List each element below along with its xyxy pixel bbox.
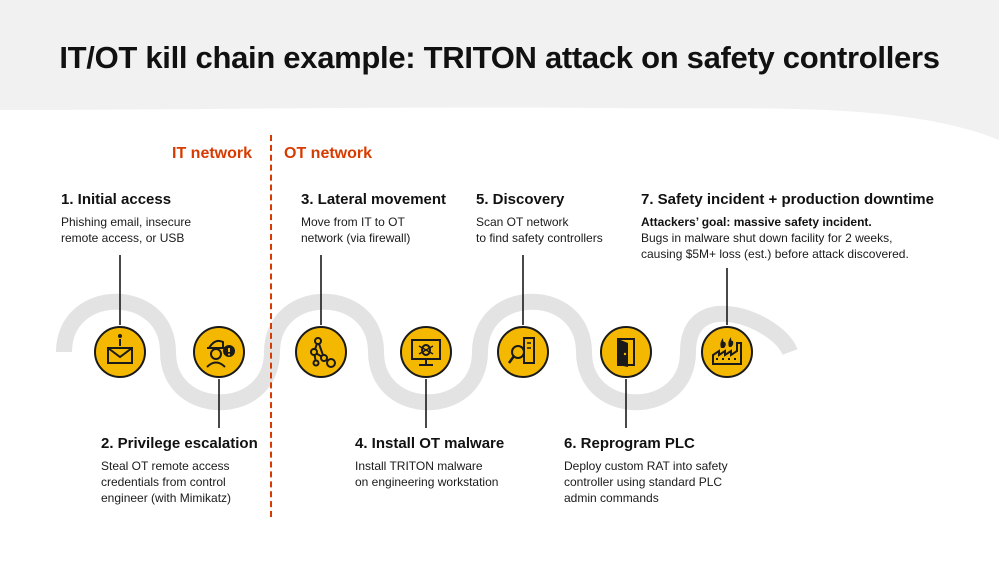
step-reprogram-plc: 6. Reprogram PLC Deploy custom RAT into … [564, 435, 728, 506]
step-description-line: Bugs in malware shut down facility for 2… [641, 231, 893, 245]
zone-label-ot-network: OT network [284, 145, 373, 162]
step-discovery: 5. Discovery Scan OT network to find saf… [476, 191, 603, 246]
step-heading: 7. Safety incident + production downtime [641, 191, 934, 208]
step-description-line: on engineering workstation [355, 475, 499, 489]
step-heading: 4. Install OT malware [355, 435, 505, 452]
header-band [0, 0, 999, 140]
step-description-line: network (via firewall) [301, 231, 411, 245]
step-description-line: to find safety controllers [476, 231, 603, 245]
it-ot-boundary-divider [270, 135, 272, 517]
step-description-line: remote access, or USB [61, 231, 185, 245]
step-description-line: Steal OT remote access [101, 459, 230, 473]
step-description-line: controller using standard PLC [564, 475, 723, 489]
step-heading: 2. Privilege escalation [101, 435, 258, 452]
step-heading: 6. Reprogram PLC [564, 435, 695, 452]
step-install-ot-malware: 4. Install OT malware Install TRITON mal… [355, 435, 504, 490]
step-description-line: Scan OT network [476, 215, 569, 229]
step-heading: 3. Lateral movement [301, 191, 447, 208]
step-heading: 5. Discovery [476, 191, 565, 208]
factory-fire-icon [700, 325, 754, 379]
step-description-line: engineer (with Mimikatz) [101, 491, 232, 505]
step-initial-access: 1. Initial access Phishing email, insecu… [61, 191, 191, 246]
step-safety-incident: 7. Safety incident + production downtime… [641, 191, 934, 262]
step-privilege-escalation: 2. Privilege escalation Steal OT remote … [101, 435, 258, 506]
monitor-bug-icon [399, 325, 453, 379]
step-description-line: Phishing email, insecure [61, 215, 192, 229]
engineer-alert-icon [192, 325, 246, 379]
step-description-line: Deploy custom RAT into safety [564, 459, 728, 473]
timeline-track [56, 293, 798, 411]
step-description-line: admin commands [564, 491, 659, 505]
zone-label-it-network: IT network [172, 145, 253, 162]
step-description-line: Move from IT to OT [301, 215, 405, 229]
step-lateral-movement: 3. Lateral movement Move from IT to OT n… [301, 191, 446, 246]
step-heading: 1. Initial access [61, 191, 172, 208]
email-warning-icon [93, 325, 147, 379]
magnifier-server-icon [496, 325, 550, 379]
step-description-line: causing $5M+ loss (est.) before attack d… [641, 247, 909, 261]
network-nodes-icon [294, 325, 348, 379]
step-description-line: Install TRITON malware [355, 459, 483, 473]
step-description-line: credentials from control [101, 475, 226, 489]
page-title: IT/OT kill chain example: TRITON attack … [59, 40, 940, 75]
step-goal-line: Attackers’ goal: massive safety incident… [641, 215, 872, 229]
door-exit-icon [599, 325, 653, 379]
